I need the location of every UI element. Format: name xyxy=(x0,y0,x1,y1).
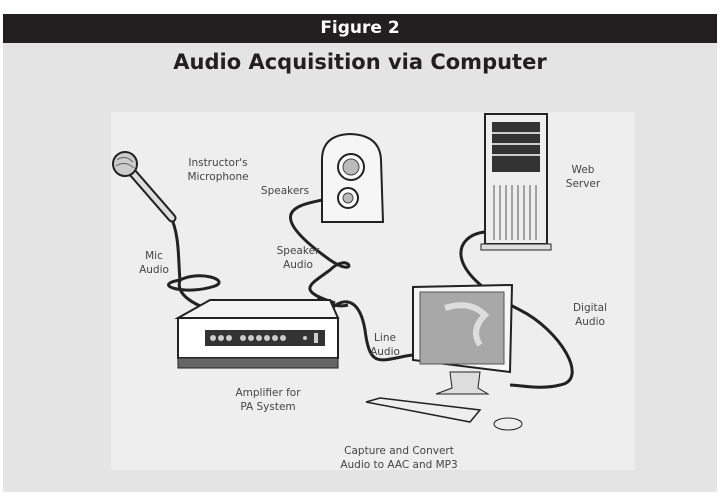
cables xyxy=(167,198,574,389)
web-server-icon xyxy=(480,113,552,251)
amplifier-icon xyxy=(174,299,340,369)
microphone-label-2: Microphone xyxy=(187,171,248,183)
microphone-label-1: Instructor's xyxy=(188,157,247,169)
mic-audio-label-1: Mic xyxy=(145,250,163,262)
figure-title: Audio Acquisition via Computer xyxy=(173,50,547,74)
mic-audio-label-2: Audio xyxy=(139,264,169,276)
speakers-label: Speakers xyxy=(261,185,309,197)
line-audio-label-2: Audio xyxy=(370,346,400,358)
computer-label-2: Audio to AAC and MP3 xyxy=(340,459,457,471)
line-audio-label-1: Line xyxy=(374,332,396,344)
computer-label-1: Capture and Convert xyxy=(344,445,454,457)
mic-cable xyxy=(167,214,221,314)
figure-label: Figure 2 xyxy=(3,14,717,43)
speaker-audio-label-2: Audio xyxy=(283,259,313,271)
web-server-label-1: Web xyxy=(572,164,595,176)
speaker-icon xyxy=(321,132,385,223)
digital-audio-label-2: Audio xyxy=(575,316,605,328)
microphone-icon xyxy=(112,151,177,223)
speaker-audio-label-1: Speaker xyxy=(277,245,320,257)
amplifier-label-2: PA System xyxy=(240,401,295,413)
speaker-cable xyxy=(289,198,351,308)
computer-icon xyxy=(365,283,523,431)
labels: Instructor's Microphone Mic Audio Speake… xyxy=(139,157,607,471)
amplifier-label-1: Amplifier for xyxy=(235,387,301,399)
digital-cable xyxy=(459,230,574,389)
web-server-label-2: Server xyxy=(566,178,601,190)
digital-audio-label-1: Digital xyxy=(573,302,607,314)
line-cable xyxy=(328,300,413,362)
